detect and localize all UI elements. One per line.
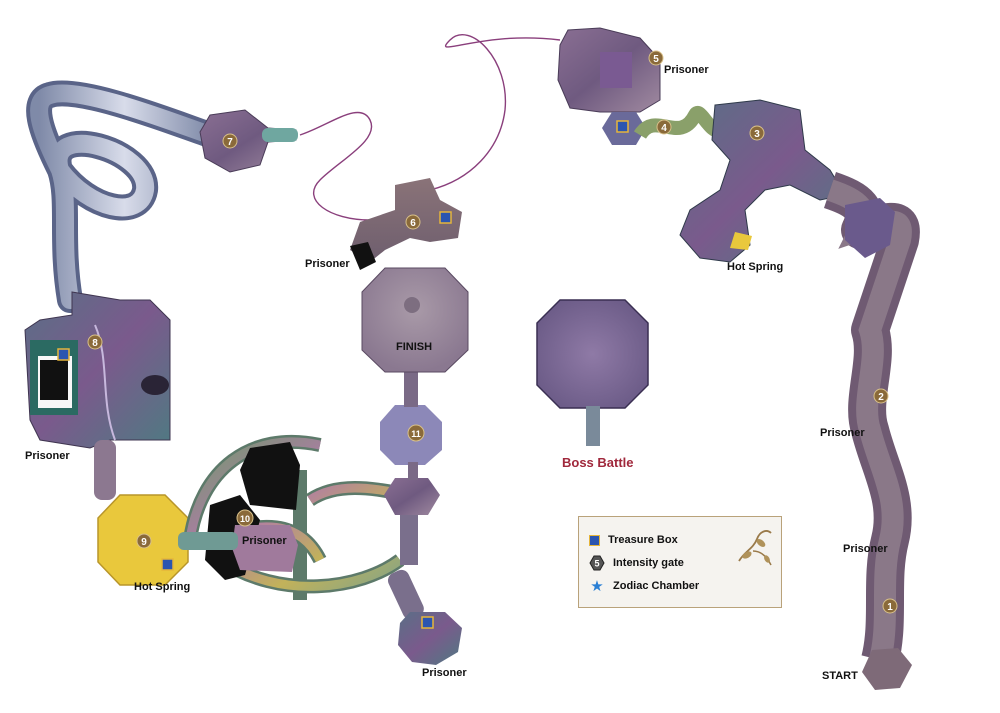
gate-number: 5 [653,54,659,65]
label-hot-spring-right: Hot Spring [727,261,784,273]
finish-room [361,267,469,373]
gate-number: 7 [227,137,233,148]
map-legend: Treasure Box 5 Intensity gate ★ Zodiac C… [578,516,782,608]
label-prisoner-right-mid: Prisoner [820,427,865,439]
label-start: START [822,670,858,682]
vine-ornament-icon [738,530,772,566]
legend-row-gate: 5 Intensity gate [589,554,684,572]
gate-number: 6 [410,218,416,229]
tunnel-4 [634,105,724,140]
room-3 [679,99,846,263]
gate-marker-4: 4 [656,119,672,135]
gate-marker-7: 7 [222,133,238,149]
gate-number: 3 [754,129,760,140]
legend-row-treasure: Treasure Box [589,531,678,549]
legend-row-zodiac: ★ Zodiac Chamber [589,577,699,595]
label-prisoner-room-6: Prisoner [305,258,350,270]
star-icon: ★ [590,576,604,595]
gate-marker-3: 3 [749,125,765,141]
gate-number: 1 [887,602,893,613]
label-prisoner-room-8: Prisoner [25,450,70,462]
label-prisoner-right-low: Prisoner [843,543,888,555]
label-finish: FINISH [396,341,433,353]
treasure-box-bottom [421,616,434,629]
room-prisoner-bottom [398,612,462,665]
treasure-box-9 [161,558,174,571]
gate-marker-10: 10 [236,509,254,527]
hexagon-icon: 5 [589,555,605,571]
label-prisoner-top-right: Prisoner [664,64,709,76]
svg-text:5: 5 [594,559,599,569]
gate-marker-9: 9 [136,533,152,549]
junction-node [384,478,440,515]
room-10-chamber [232,525,298,572]
label-hot-spring-left: Hot Spring [134,581,191,593]
label-boss-battle: Boss Battle [562,455,634,470]
gate-marker-5: 5 [648,50,664,66]
gate-number: 4 [661,123,667,134]
legend-label-zodiac: Zodiac Chamber [613,580,700,592]
boss-room [536,299,649,409]
gate-number: 11 [411,429,421,439]
gate-marker-2: 2 [873,388,889,404]
treasure-box-8 [57,348,70,361]
gate-number: 2 [878,392,884,403]
label-prisoner-room-10: Prisoner [242,535,287,547]
connector-thread-top [429,34,561,191]
legend-label-gate: Intensity gate [613,557,684,569]
start-room [862,648,912,690]
legend-label-treasure: Treasure Box [608,534,678,546]
gate-number: 9 [141,537,147,548]
room-side-right [845,198,895,258]
gate-marker-1: 1 [882,598,898,614]
gate-number: 10 [240,514,250,524]
gate-number: 8 [92,338,98,349]
treasure-box-5 [616,120,629,133]
square-icon [589,534,600,546]
connector-thread-left [299,111,373,221]
gate-marker-11: 11 [407,424,425,442]
label-prisoner-bottom: Prisoner [422,667,467,679]
gate-marker-6: 6 [405,214,421,230]
treasure-box-6 [439,211,452,224]
gate-marker-8: 8 [87,334,103,350]
